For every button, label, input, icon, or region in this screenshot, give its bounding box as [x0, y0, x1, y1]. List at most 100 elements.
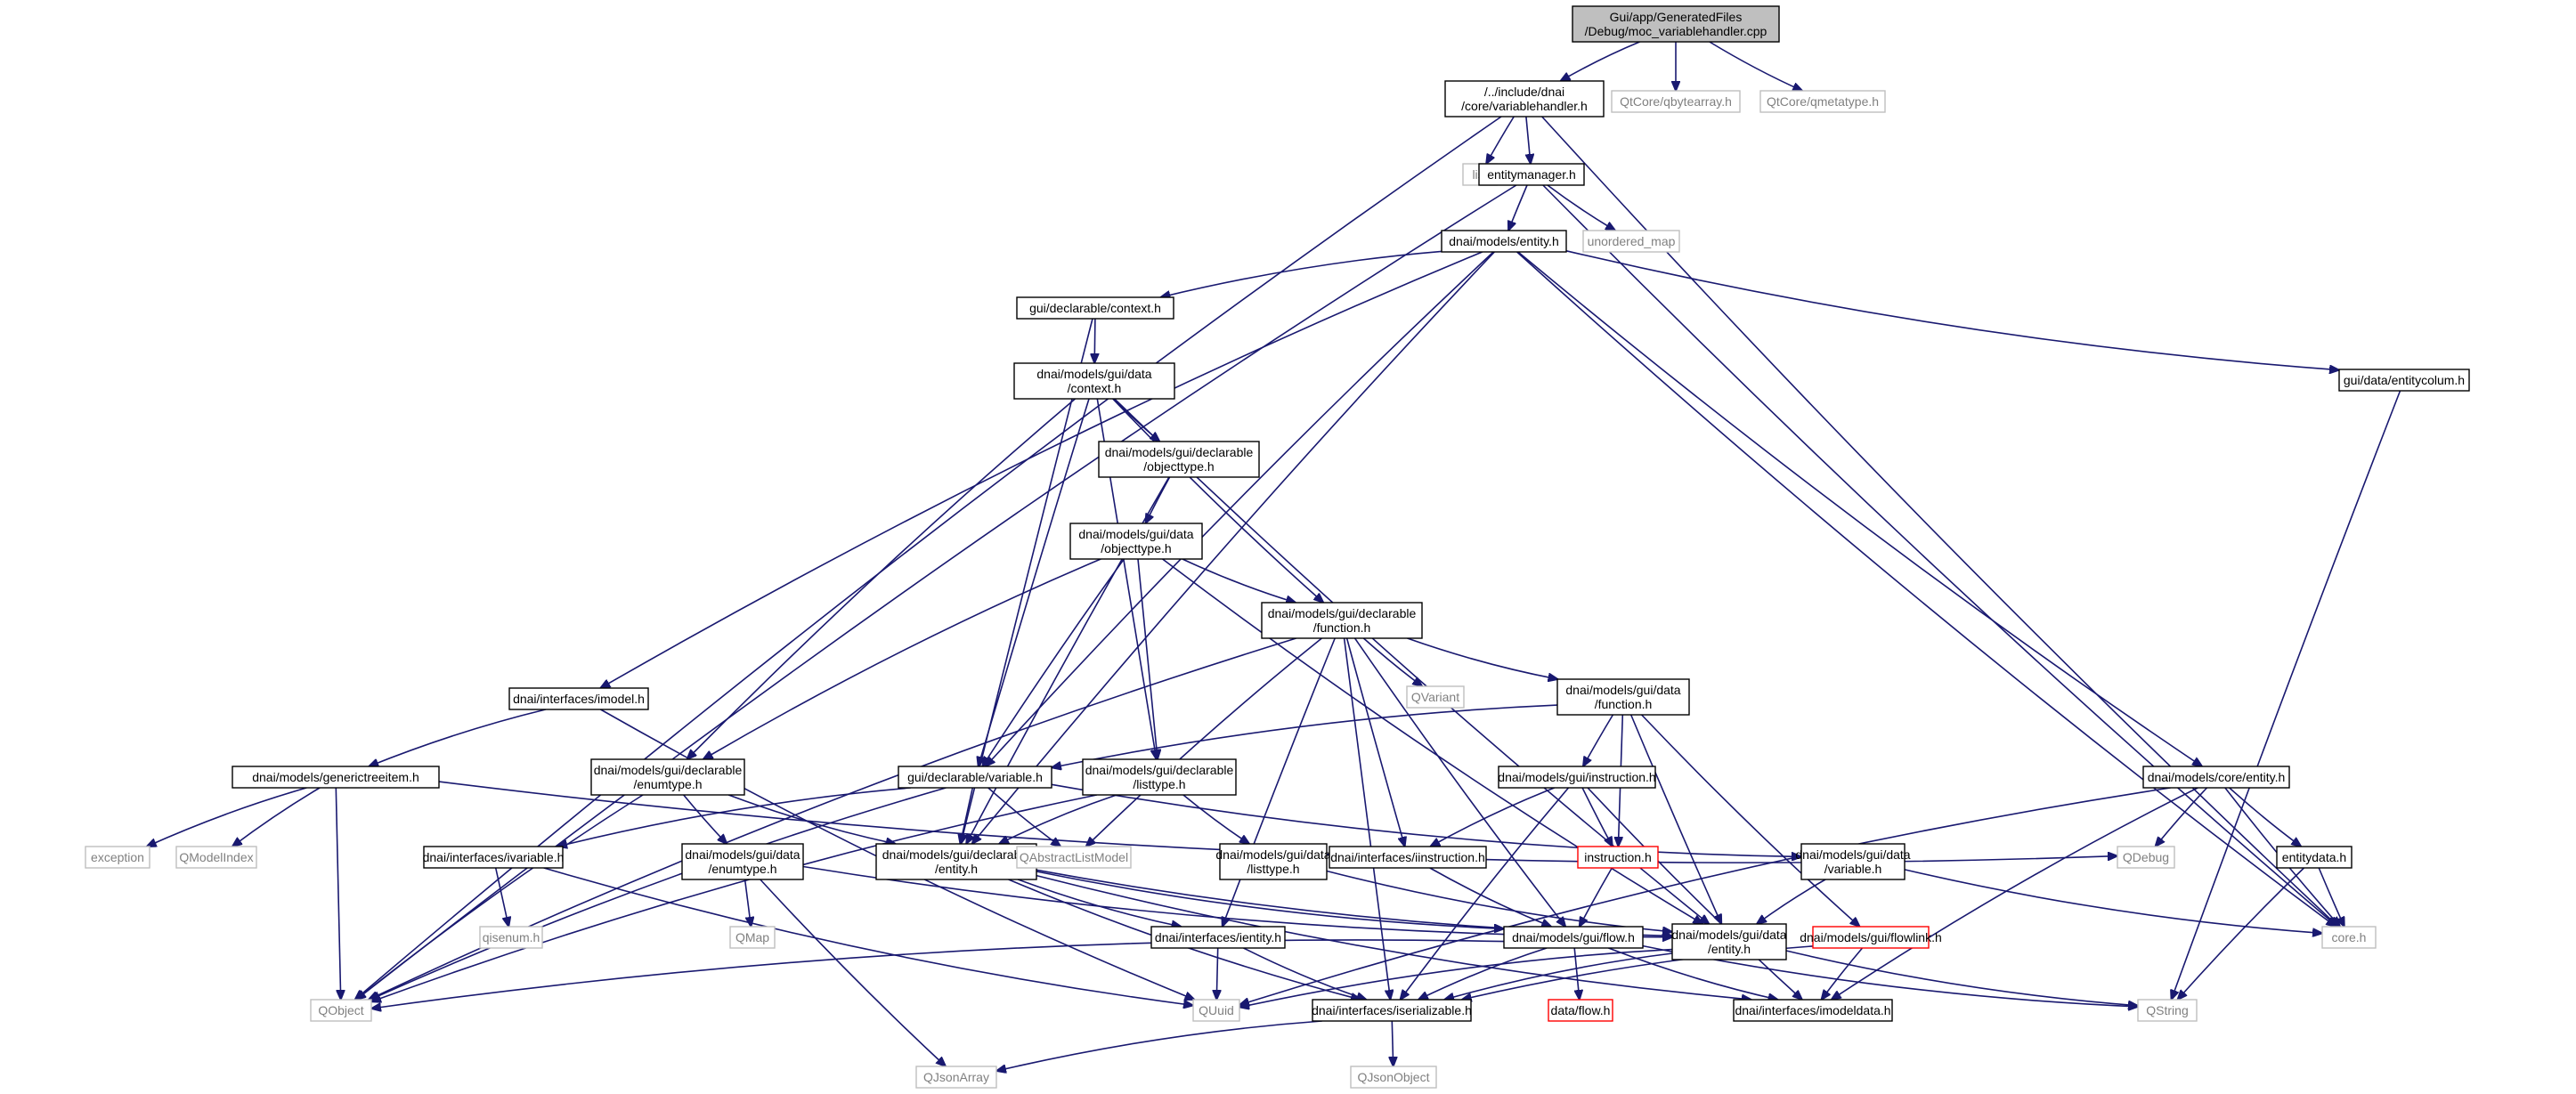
node-gdeclenum[interactable]: dnai/models/gui/declarable/enumtype.h [590, 758, 745, 796]
edge-entity-to-gentcol [1565, 250, 2339, 370]
edge-vh-to-list [1486, 116, 1515, 164]
node-instr[interactable]: instruction.h [1577, 846, 1659, 869]
node-qstring-box [2137, 999, 2198, 1022]
edge-gdobj-to-gdeclenum [703, 558, 1101, 759]
edge-gdeclfunc-to-iser [1343, 637, 1391, 1000]
edge-iinstr-to-gflow [1429, 867, 1551, 927]
node-moc-label: /Debug/moc_variablehandler.cpp [1585, 24, 1767, 38]
node-em-box [1478, 163, 1585, 186]
edge-gdent-to-iser [1444, 952, 1673, 1000]
node-ivar-label: dnai/interfaces/ivariable.h [423, 850, 565, 864]
node-gentcol-box [2338, 369, 2470, 392]
node-qjsonobject[interactable]: QJsonObject [1350, 1066, 1437, 1089]
node-em[interactable]: entitymanager.h [1478, 163, 1585, 186]
node-entity[interactable]: dnai/models/entity.h [1441, 230, 1567, 253]
node-ivar[interactable]: dnai/interfaces/ivariable.h [423, 846, 565, 869]
node-ginstr[interactable]: dnai/models/gui/instruction.h [1498, 766, 1656, 789]
edge-gdctx-to-gdeclenum [687, 398, 1077, 759]
node-gdobj[interactable]: dnai/models/gui/data/objecttype.h [1069, 523, 1203, 560]
node-imodel-label: dnai/interfaces/imodel.h [513, 692, 645, 706]
node-qmetatype[interactable]: QtCore/qmetatype.h [1759, 90, 1886, 113]
node-iinstr[interactable]: dnai/interfaces/iinstruction.h [1329, 846, 1487, 869]
node-qmodelindex[interactable]: QModelIndex [175, 846, 257, 869]
node-vh[interactable]: /../include/dnai/core/variablehandler.h [1444, 80, 1605, 118]
node-qalm[interactable]: QAbstractListModel [1016, 846, 1132, 869]
node-gdlist[interactable]: dnai/models/gui/data/listtype.h [1215, 843, 1331, 880]
node-qvariant[interactable]: QVariant [1406, 685, 1465, 709]
node-umap[interactable]: unordered_map [1582, 230, 1680, 253]
node-qmap[interactable]: QMap [729, 926, 776, 949]
node-gdfunc[interactable]: dnai/models/gui/data/function.h [1556, 678, 1690, 716]
node-gvar[interactable]: gui/declarable/variable.h [898, 766, 1052, 789]
node-qobject-label: QObject [318, 1003, 363, 1017]
node-coreent[interactable]: dnai/models/core/entity.h [2142, 766, 2290, 789]
edge-gflow-to-dflow [1573, 947, 1580, 1000]
edge-ginstr-to-instr [1581, 787, 1613, 847]
node-qalm-label: QAbstractListModel [1020, 850, 1128, 864]
node-umap-label: unordered_map [1588, 234, 1676, 248]
node-qjsonarray[interactable]: QJsonArray [915, 1066, 997, 1089]
edge-gti-to-exception [147, 787, 307, 847]
node-gdfunc-label: dnai/models/gui/data [1565, 683, 1680, 697]
node-exception[interactable]: exception [85, 846, 150, 869]
edge-entity-to-imodel [600, 251, 1483, 688]
node-qdebug[interactable]: QDebug [2117, 846, 2175, 869]
node-gflowlink[interactable]: dnai/models/gui/flowlink.h [1800, 926, 1942, 949]
node-imodel[interactable]: dnai/interfaces/imodel.h [508, 687, 649, 710]
node-gdecllist[interactable]: dnai/models/gui/declarable/listtype.h [1082, 758, 1237, 796]
edge-entity-to-coreent [1517, 251, 2202, 766]
node-gvar-box [898, 766, 1052, 789]
node-gdctx[interactable]: dnai/models/gui/data/context.h [1013, 362, 1175, 400]
node-exception-box [85, 846, 150, 869]
edge-gdeclfunc-to-qvariant [1362, 637, 1422, 686]
node-gdvar[interactable]: dnai/models/gui/data/variable.h [1795, 843, 1911, 880]
edge-gdeclenum-to-gdenum [683, 794, 727, 844]
node-gti[interactable]: dnai/models/generictreeitem.h [232, 766, 440, 789]
node-gflow[interactable]: dnai/models/gui/flow.h [1503, 926, 1644, 949]
node-vh-box [1444, 80, 1605, 118]
node-imodel-box [508, 687, 649, 710]
node-imdata[interactable]: dnai/interfaces/imodeldata.h [1733, 999, 1893, 1022]
edge-gdenum-to-qjsonarray [760, 879, 946, 1066]
node-entdata[interactable]: entitydata.h [2276, 846, 2353, 869]
node-gdenum-box [681, 843, 804, 880]
node-ginstr-label: dnai/models/gui/instruction.h [1498, 770, 1655, 784]
node-iinstr-box [1329, 846, 1487, 869]
node-qobject[interactable]: QObject [310, 999, 372, 1022]
node-gentcol[interactable]: gui/data/entitycolum.h [2338, 369, 2470, 392]
edge-gdvar-to-coreh [1904, 869, 2322, 934]
node-em-label: entitymanager.h [1487, 167, 1576, 182]
node-qstring[interactable]: QString [2137, 999, 2198, 1022]
node-ginstr-box [1498, 766, 1656, 789]
node-dflow-box [1548, 999, 1613, 1022]
node-gdeclfunc[interactable]: dnai/models/gui/declarable/function.h [1261, 602, 1423, 639]
node-gdent[interactable]: dnai/models/gui/data/entity.h [1671, 923, 1787, 960]
node-qisenum[interactable]: qisenum.h [479, 926, 543, 949]
edge-gdeclenum-to-gdeclent [727, 794, 896, 844]
node-entity-label: dnai/models/entity.h [1449, 234, 1558, 248]
node-gctx[interactable]: gui/declarable/context.h [1016, 296, 1174, 320]
edge-em-to-entity [1508, 184, 1528, 231]
node-dflow[interactable]: data/flow.h [1548, 999, 1613, 1022]
edge-coreent-to-entdata [2229, 787, 2302, 847]
node-iser[interactable]: dnai/interfaces/iserializable.h [1312, 999, 1472, 1022]
node-coreent-box [2142, 766, 2290, 789]
node-iser-label: dnai/interfaces/iserializable.h [1312, 1003, 1472, 1017]
edge-gdvar-to-gdent [1757, 879, 1826, 924]
node-coreh[interactable]: core.h [2321, 926, 2377, 949]
node-gdeclobj[interactable]: dnai/models/gui/declarable/objecttype.h [1098, 441, 1260, 478]
node-gentcol-label: gui/data/entitycolum.h [2344, 373, 2465, 387]
node-gdenum[interactable]: dnai/models/gui/data/enumtype.h [681, 843, 804, 880]
edge-gdeclent-to-imdata [1036, 874, 1751, 1000]
edge-entity-to-gctx [1160, 250, 1442, 297]
node-qbytearray-label: QtCore/qbytearray.h [1620, 94, 1732, 109]
node-quuid[interactable]: QUuid [1192, 999, 1240, 1022]
node-instr-label: instruction.h [1584, 850, 1651, 864]
node-ientity[interactable]: dnai/interfaces/ientity.h [1150, 926, 1286, 949]
node-moc[interactable]: Gui/app/GeneratedFiles/Debug/moc_variabl… [1572, 5, 1780, 43]
edge-ginstr-to-iinstr [1430, 787, 1555, 847]
node-umap-box [1582, 230, 1680, 253]
node-gdeclent[interactable]: dnai/models/gui/declarable/entity.h [875, 843, 1037, 880]
edge-gvar-to-gdvar [1051, 783, 1801, 856]
node-qbytearray[interactable]: QtCore/qbytearray.h [1611, 90, 1741, 113]
